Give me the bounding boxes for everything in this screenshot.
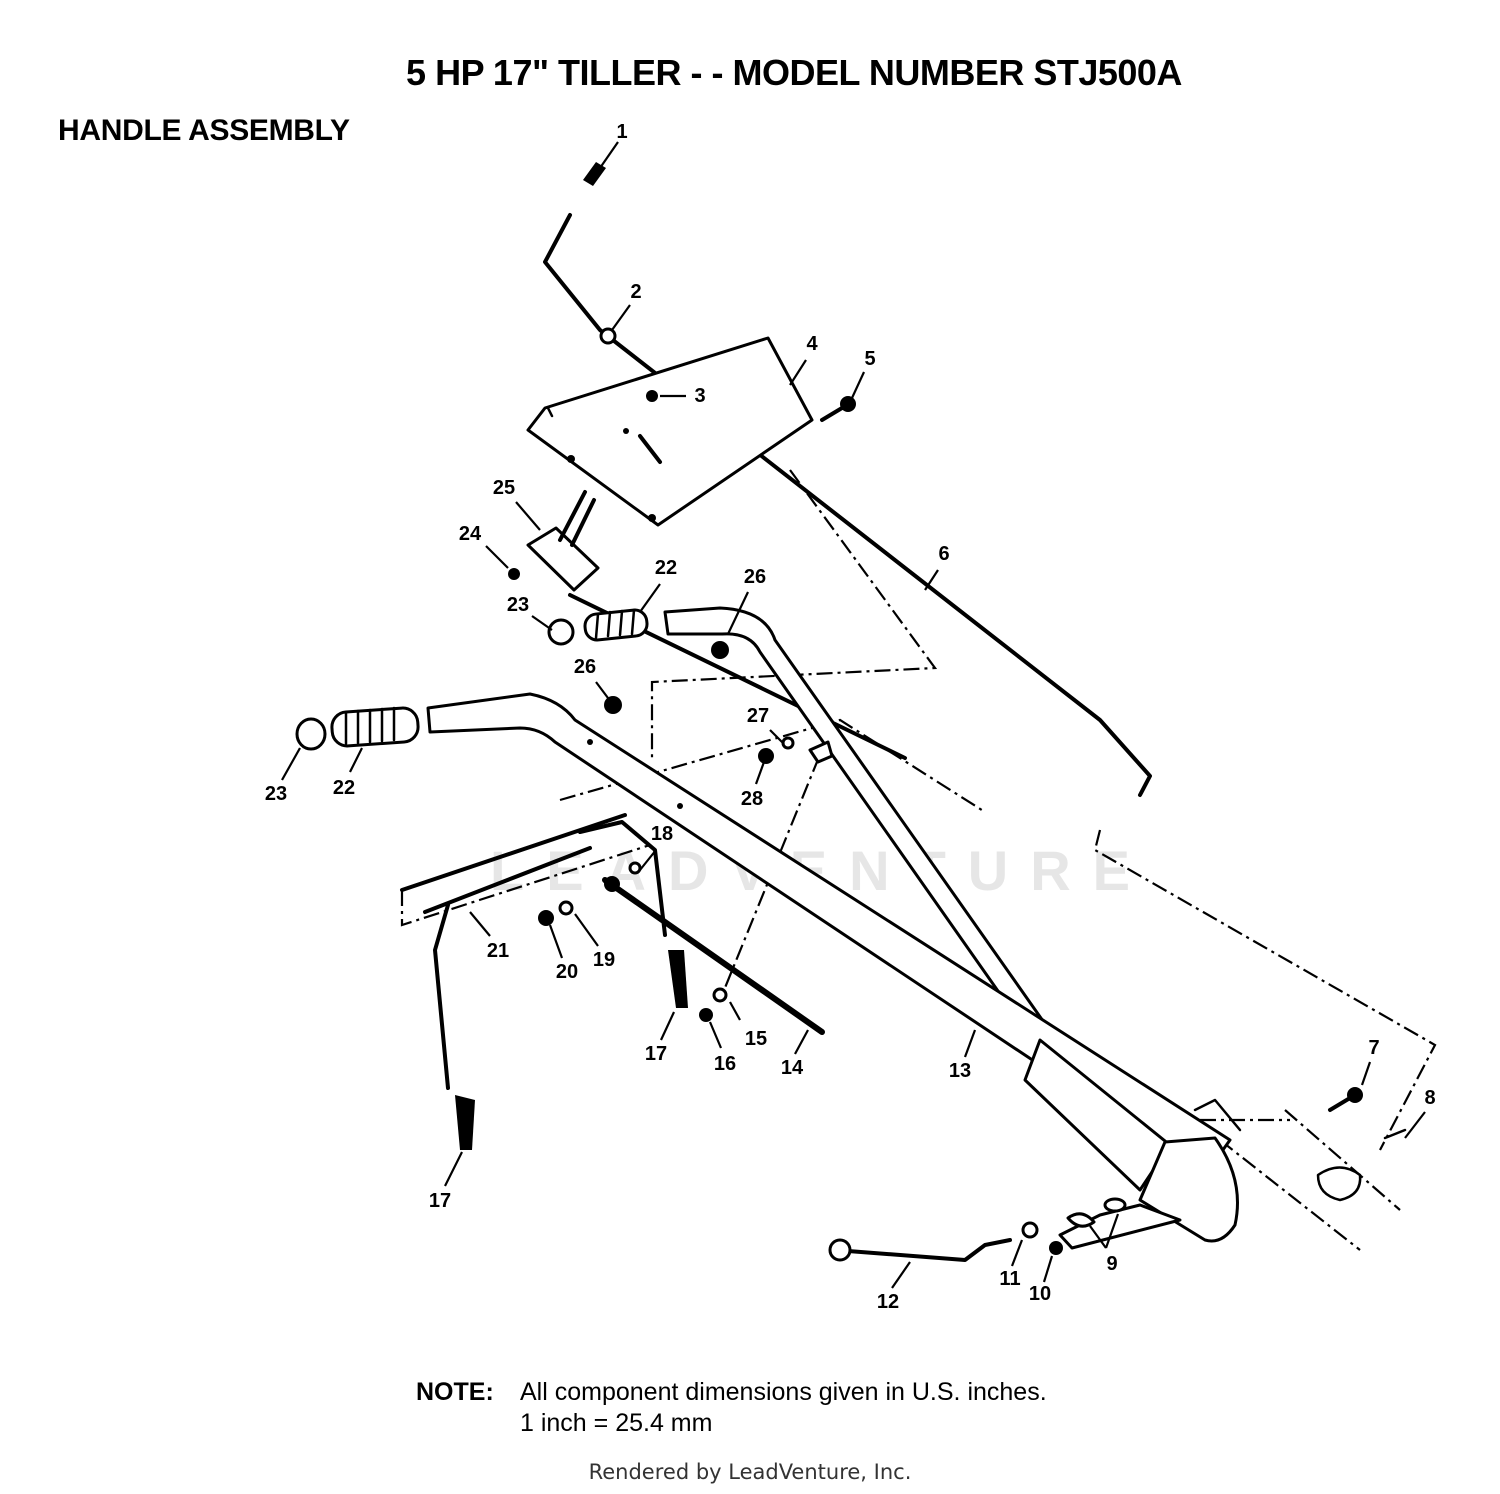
callout-7: 7: [1368, 1037, 1379, 1059]
callout-2: 2: [630, 281, 641, 303]
callout-4: 4: [806, 333, 818, 355]
leader-lines: [281, 141, 1426, 1289]
part-5-bolt: [820, 396, 856, 422]
callout-19: 19: [593, 949, 615, 971]
fasteners: [538, 736, 834, 1022]
callout-5: 5: [864, 348, 875, 370]
callout-13: 13: [949, 1060, 971, 1082]
callout-15: 15: [745, 1028, 767, 1050]
footer-credit: Rendered by LeadVenture, Inc.: [588, 1460, 912, 1484]
callout-6: 6: [938, 543, 949, 565]
dimension-note: NOTE: All component dimensions given in U…: [416, 1378, 1047, 1438]
callout-16: 16: [714, 1053, 736, 1075]
callout-numbers: 1234567891011121314151617171819202122222…: [265, 121, 1436, 1313]
part-4-panel: [526, 336, 814, 527]
note-line-2: 1 inch = 25.4 mm: [520, 1409, 713, 1437]
callout-26: 26: [574, 656, 596, 678]
callout-14: 14: [781, 1057, 804, 1079]
callout-25: 25: [493, 477, 515, 499]
callout-17: 17: [645, 1043, 667, 1065]
callout-28: 28: [741, 788, 763, 810]
part-25-bracket: [508, 490, 600, 592]
callout-1: 1: [616, 121, 627, 143]
callout-22: 22: [655, 557, 677, 579]
part-13-handle: [426, 606, 1232, 1192]
part-21-drive-bail: [400, 813, 688, 1150]
part-6-control-rod: [543, 213, 1152, 797]
callout-27: 27: [747, 705, 769, 727]
diagram-title: 5 HP 17" TILLER - - MODEL NUMBER STJ500A: [406, 52, 1182, 93]
part-22-grip-upper: [547, 608, 649, 646]
lower-pivot-assembly: [828, 1087, 1407, 1262]
callout-18: 18: [651, 823, 673, 845]
control-cables: [568, 593, 907, 1035]
callout-20: 20: [556, 961, 578, 983]
callout-9: 9: [1106, 1253, 1117, 1275]
callout-22: 22: [333, 777, 355, 799]
note-line-1: All component dimensions given in U.S. i…: [520, 1378, 1047, 1406]
callout-23: 23: [507, 594, 529, 616]
assembly-subtitle: HANDLE ASSEMBLY: [58, 114, 350, 147]
callout-10: 10: [1029, 1283, 1051, 1305]
callout-17: 17: [429, 1190, 451, 1212]
callout-23: 23: [265, 783, 287, 805]
callout-12: 12: [877, 1291, 899, 1313]
callout-24: 24: [459, 523, 482, 545]
note-label: NOTE:: [416, 1378, 494, 1406]
callout-3: 3: [694, 385, 705, 407]
callout-21: 21: [487, 940, 509, 962]
callout-8: 8: [1424, 1087, 1435, 1109]
callout-26: 26: [744, 566, 766, 588]
part-22-grip-lower: [295, 706, 420, 751]
callout-11: 11: [999, 1268, 1020, 1290]
